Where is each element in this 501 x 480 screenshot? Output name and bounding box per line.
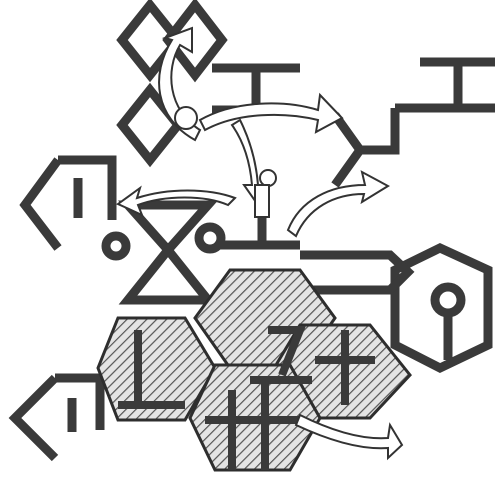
circle-glyph-3 — [435, 287, 461, 313]
small-circle-1 — [175, 107, 197, 129]
circle-glyph-1 — [106, 236, 126, 256]
t-glyph-right — [395, 62, 495, 140]
curved-arrow-6 — [296, 415, 402, 458]
pentagon-glyph-left — [25, 160, 112, 248]
triangle-glyph-down — [128, 250, 208, 300]
small-circle-2 — [260, 170, 276, 186]
circle-glyph-2 — [199, 227, 221, 249]
pentagon-glyph-bottom — [15, 378, 100, 458]
small-rect-1 — [255, 185, 269, 217]
small-rects — [255, 185, 269, 217]
curved-arrow-2 — [200, 95, 342, 132]
